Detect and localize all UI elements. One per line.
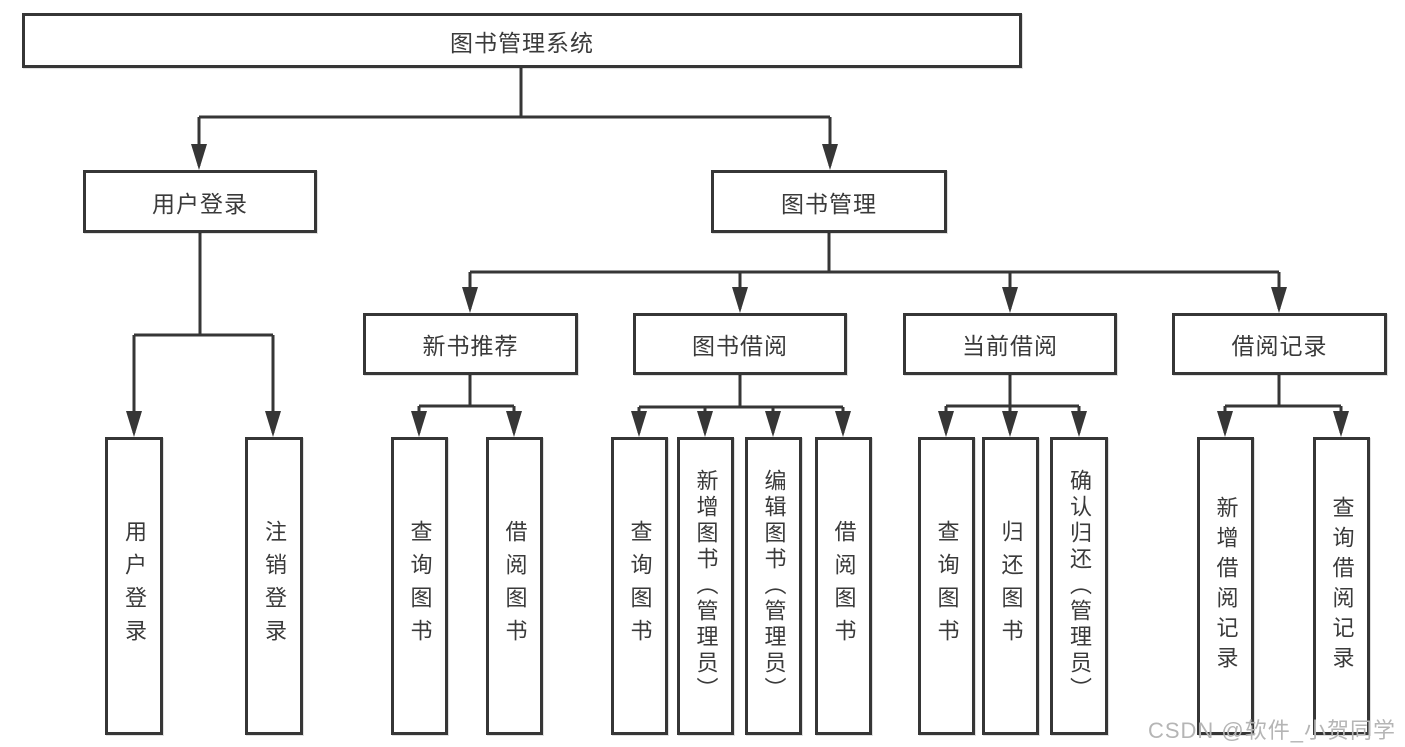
leaf-user-login: 用户登录 xyxy=(105,437,163,735)
leaf-borrowing-add-books-admin: 新增图书（管理员） xyxy=(677,437,734,735)
leaf-current-query-books: 查询图书 xyxy=(918,437,975,735)
node-book-borrowing: 图书借阅 xyxy=(633,313,847,375)
leaf-current-confirm-return-admin: 确认归还（管理员） xyxy=(1050,437,1108,735)
node-book-management: 图书管理 xyxy=(711,170,947,233)
node-user-login: 用户登录 xyxy=(83,170,317,233)
leaf-records-add-record: 新增借阅记录 xyxy=(1197,437,1254,735)
leaf-current-return-books: 归还图书 xyxy=(982,437,1039,735)
leaf-records-query-record: 查询借阅记录 xyxy=(1313,437,1370,735)
node-borrowing-records: 借阅记录 xyxy=(1172,313,1387,375)
leaf-recommend-query-books: 查询图书 xyxy=(391,437,448,735)
leaf-logout: 注销登录 xyxy=(245,437,303,735)
csdn-watermark: CSDN @软件_小贺同学 xyxy=(1147,718,1396,743)
node-current-borrowing: 当前借阅 xyxy=(903,313,1117,375)
leaf-borrowing-borrow-books: 借阅图书 xyxy=(815,437,872,735)
node-library-system: 图书管理系统 xyxy=(22,13,1022,68)
node-new-book-recommendation: 新书推荐 xyxy=(363,313,578,375)
leaf-borrowing-query-books: 查询图书 xyxy=(611,437,668,735)
leaf-borrowing-edit-books-admin: 编辑图书（管理员） xyxy=(745,437,802,735)
leaf-recommend-borrow-books: 借阅图书 xyxy=(486,437,543,735)
